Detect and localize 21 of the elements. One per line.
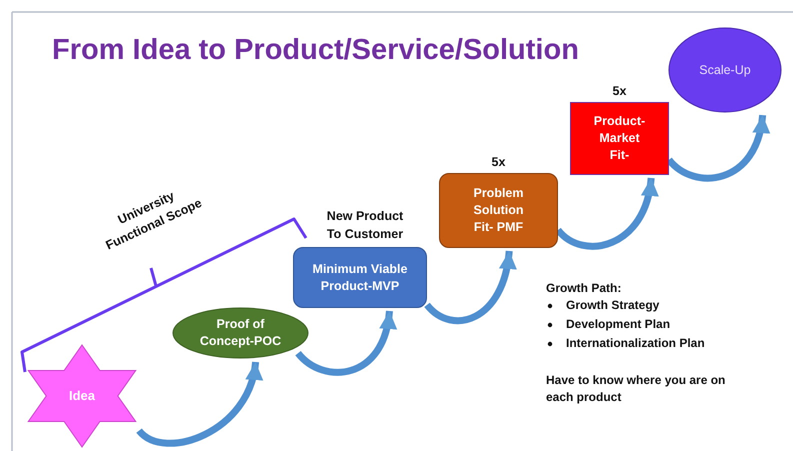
bullet-item: Internationalization Plan [566,335,705,352]
curved-arrow [136,361,262,447]
bullet-item: Growth Strategy [566,297,660,314]
annotation: 5x [612,82,628,100]
ellipse-node [668,27,782,113]
node-label: Product- Market Fit- [592,113,646,164]
node-label: Minimum Viable Product-MVP [312,260,408,294]
node-label: Scale-Up [699,62,751,78]
annotation: New Product To Customer [326,208,404,242]
bullet-item: Development Plan [566,316,670,333]
ellipse-node [172,307,309,359]
title: From Idea to Product/Service/Solution [52,34,579,67]
node-label: Problem Solution Fit- PMF [472,185,524,236]
node-label: Idea [68,387,95,405]
curved-arrow [424,250,516,324]
annotation: 5x [490,154,506,170]
note-text: Have to know where you are on each product [546,372,726,406]
note-text: Growth Path: [546,280,622,297]
curved-arrow [296,310,396,376]
curved-arrow [556,178,658,250]
node-label: Proof of Concept-POC [198,316,282,350]
